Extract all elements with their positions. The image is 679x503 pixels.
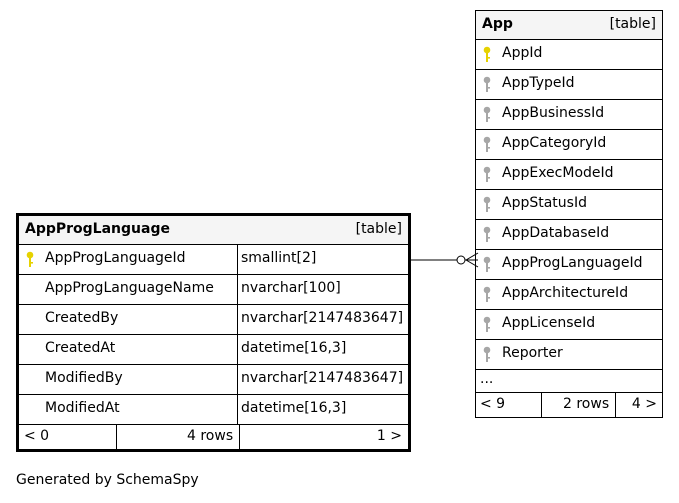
primary-key-icon [482,46,492,64]
column-name: Reporter [502,345,563,361]
foreign-key-icon [482,316,492,334]
generated-by-caption: Generated by SchemaSpy [16,472,199,488]
foreign-key-icon [482,286,492,304]
table-row: AppDatabaseId [476,220,662,250]
table-row: CreatedBy nvarchar[2147483647] [19,305,408,335]
column-type: nvarchar[100] [241,280,341,296]
column-type: nvarchar[2147483647] [241,310,404,326]
table-row: AppCategoryId [476,130,662,160]
appproglanguage-table-kind: [table] [355,221,402,237]
column-type: smallint[2] [241,250,317,266]
app-more-columns: ... [476,370,662,393]
apl-children-count: 1 > [376,428,402,444]
primary-key-icon [25,251,35,269]
crowfoot-icon [465,252,479,261]
column-type: datetime[16,3] [241,400,347,416]
app-row-count: 2 rows [563,396,610,412]
foreign-key-icon [482,166,492,184]
foreign-key-icon [482,196,492,214]
foreign-key-icon [482,256,492,274]
column-name: AppProgLanguageId [45,250,186,266]
table-row: AppBusinessId [476,100,662,130]
table-row: CreatedAt datetime[16,3] [19,335,408,365]
table-row: ModifiedAt datetime[16,3] [19,395,408,425]
table-row: AppProgLanguageName nvarchar[100] [19,275,408,305]
foreign-key-icon [482,226,492,244]
column-name: CreatedAt [45,340,116,356]
apl-row-count: 4 rows [187,428,234,444]
column-name: AppCategoryId [502,135,607,151]
table-row: AppProgLanguageId smallint[2] [19,245,408,275]
app-children-count: 4 > [631,396,657,412]
column-name: AppStatusId [502,195,587,211]
column-name: AppLicenseId [502,315,596,331]
optional-marker-icon [456,255,466,265]
table-row: AppId [476,40,662,70]
column-type: datetime[16,3] [241,340,347,356]
column-name: AppBusinessId [502,105,605,121]
appproglanguage-table-name: AppProgLanguage [25,221,170,237]
column-name: AppId [502,45,543,61]
column-name: ModifiedAt [45,400,120,416]
foreign-key-icon [482,106,492,124]
app-parents-count: < 9 [480,396,506,412]
appproglanguage-table: AppProgLanguage [table] AppProgLanguageI… [16,213,411,452]
column-name: AppArchitectureId [502,285,629,301]
column-type: nvarchar[2147483647] [241,370,404,386]
foreign-key-icon [482,76,492,94]
table-row: Reporter [476,340,662,370]
table-row: AppArchitectureId [476,280,662,310]
table-row: AppTypeId [476,70,662,100]
table-row: ModifiedBy nvarchar[2147483647] [19,365,408,395]
column-name: AppTypeId [502,75,575,91]
app-table-name: App [482,16,513,32]
apl-parents-count: < 0 [24,428,50,444]
app-table-kind: [table] [609,16,656,32]
column-name: AppProgLanguageId [502,255,643,271]
column-name: CreatedBy [45,310,119,326]
appproglanguage-table-header: AppProgLanguage [table] [19,216,408,245]
column-name: AppExecModeId [502,165,614,181]
column-name: AppProgLanguageName [45,280,214,296]
table-row: AppLicenseId [476,310,662,340]
app-table-header: App [table] [476,11,662,40]
column-name: AppDatabaseId [502,225,610,241]
table-row: AppStatusId [476,190,662,220]
column-name: ModifiedBy [45,370,123,386]
table-row: AppExecModeId [476,160,662,190]
appproglanguage-table-footer: < 0 4 rows 1 > [19,425,408,449]
table-row: AppProgLanguageId [476,250,662,280]
foreign-key-icon [482,346,492,364]
app-table-footer: < 9 2 rows 4 > [476,393,662,417]
foreign-key-icon [482,136,492,154]
